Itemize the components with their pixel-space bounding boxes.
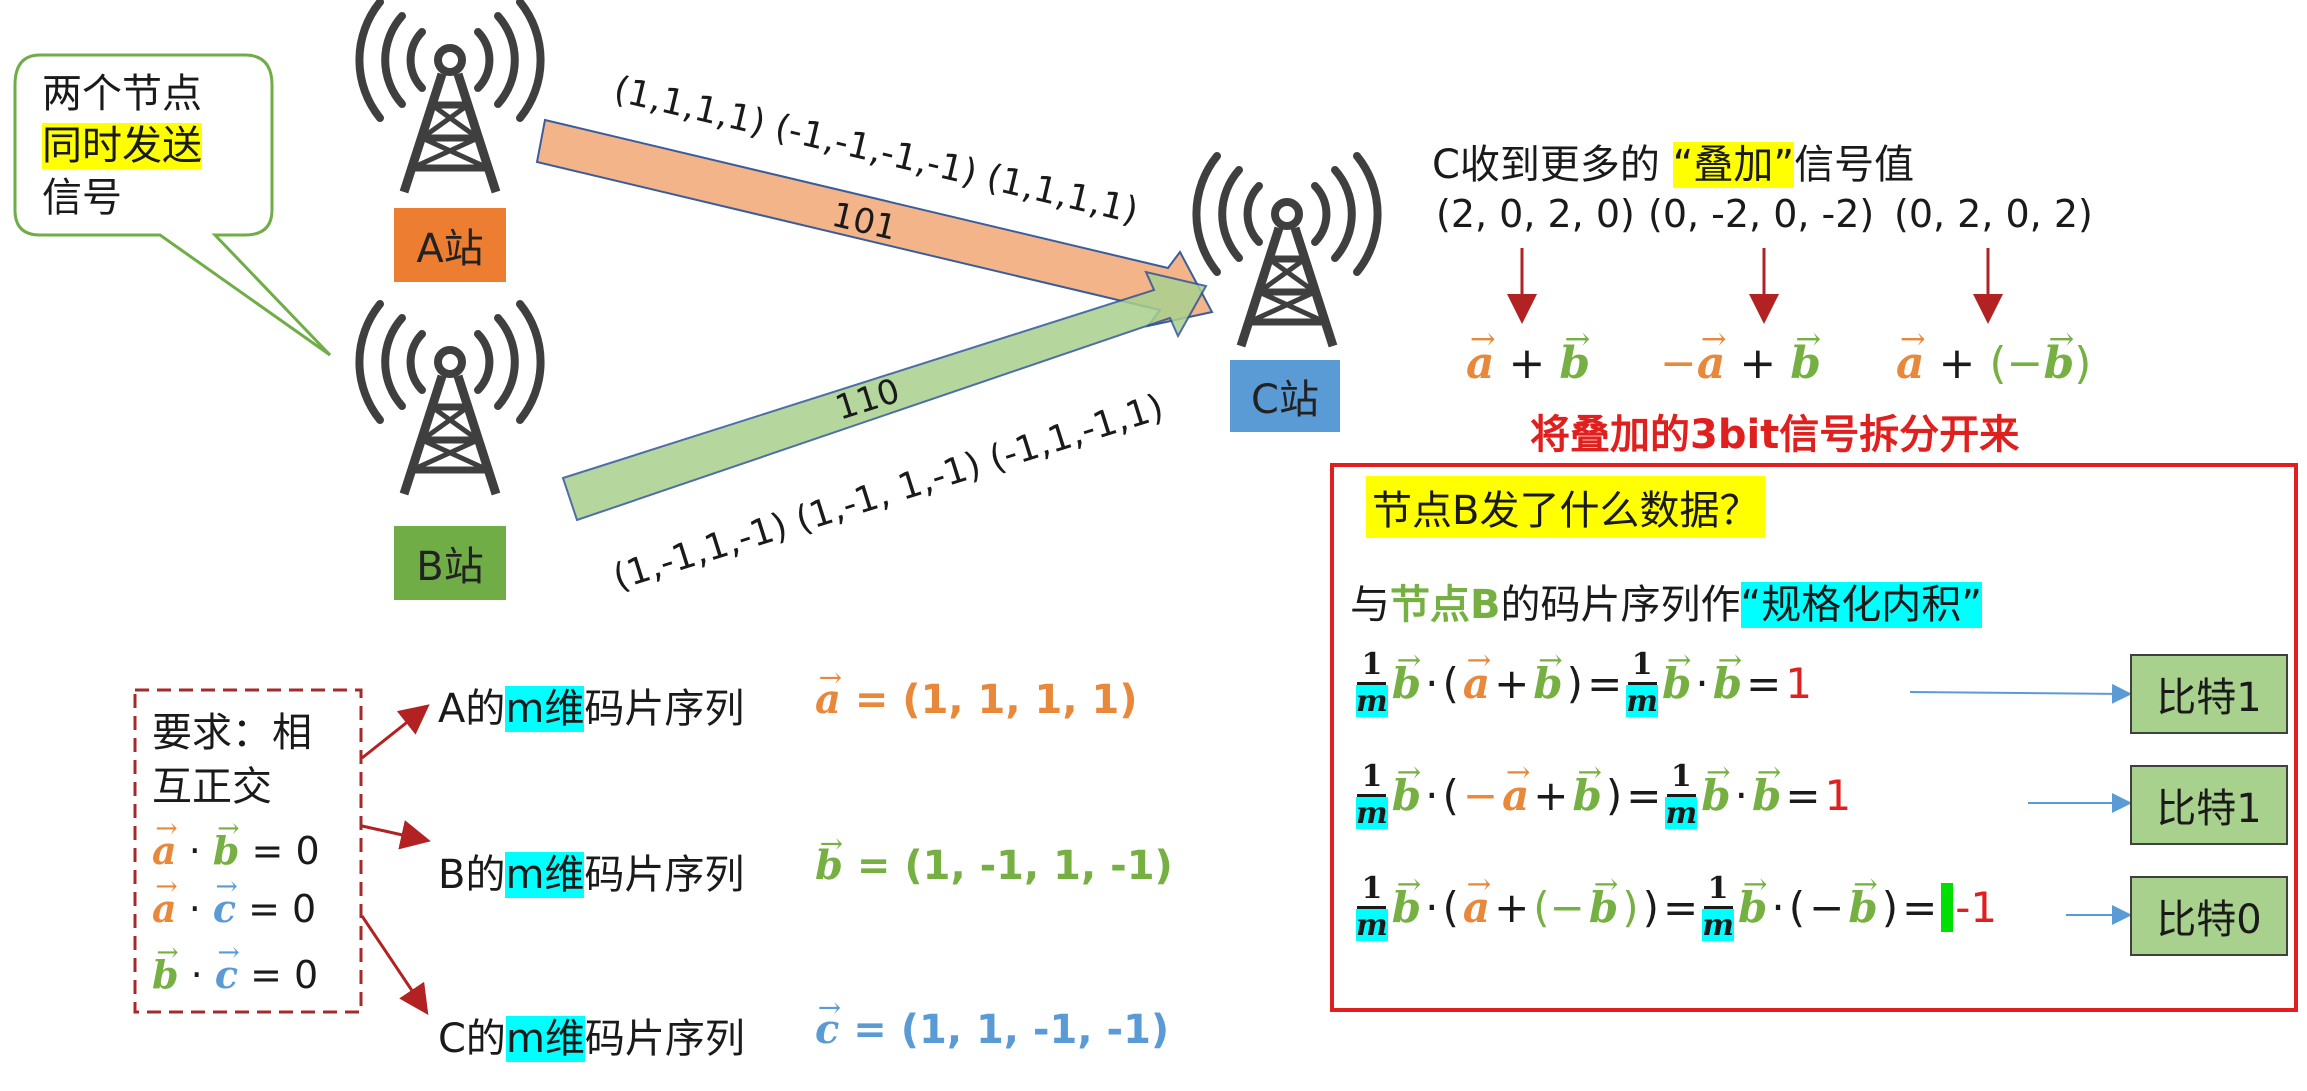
chip-seq-c-value: c = (1, 1, -1, -1) xyxy=(815,1006,1169,1053)
received-header: C收到更多的 “叠加”信号值 xyxy=(1432,142,1915,188)
right-arrow-icon xyxy=(361,820,431,850)
right-arrow-icon xyxy=(361,704,430,760)
station-c-label: C站 xyxy=(1230,360,1340,432)
received-value-2: (0, -2, 0, -2) xyxy=(1648,192,1875,236)
antenna-tower-icon xyxy=(1196,156,1377,346)
received-value-3: (0, 2, 0, 2) xyxy=(1894,192,2093,236)
antenna-tower-icon xyxy=(359,304,540,494)
chip-seq-b: B的m维码片序列 xyxy=(438,852,745,898)
question-frame xyxy=(1330,463,2298,1012)
bubble-line-3: 信号 xyxy=(42,175,122,221)
chip-seq-c: C的m维码片序列 xyxy=(438,1016,745,1062)
bit-box-3: 比特0 xyxy=(2130,876,2288,956)
decomp-3: a + (−b) xyxy=(1896,338,2091,389)
orth-bc: b · c = 0 xyxy=(152,952,318,997)
bubble-line-1: 两个节点 xyxy=(42,71,202,117)
bottom-sequence-text: (1,-1,1,-1) (1,-1, 1,-1) (-1,1,-1,1) xyxy=(608,387,1168,599)
equation-3: 1m b · (a+(−b)) = 1m b · (−b) =-1 xyxy=(1356,874,2001,941)
chip-seq-a: A的m维码片序列 xyxy=(438,686,745,732)
antenna-tower-icon xyxy=(359,2,540,192)
decomp-1: a + b xyxy=(1466,338,1590,389)
bit-box-1: 比特1 xyxy=(2130,654,2288,734)
bottom-bits-text: 110 xyxy=(831,371,905,429)
requirement-text: 要求：相 互正交 xyxy=(152,710,312,810)
orth-ac: a · c = 0 xyxy=(152,886,316,931)
chip-seq-b-value: b = (1, -1, 1, -1) xyxy=(815,842,1173,889)
equation-1: 1m b · (a+b) = 1m b · b =1 xyxy=(1356,650,1816,717)
orth-ab: a · b = 0 xyxy=(152,828,320,873)
chip-seq-a-value: a = (1, 1, 1, 1) xyxy=(815,676,1138,723)
bubble-text: 两个节点 同时发送 信号 xyxy=(42,68,202,224)
split-note: 将叠加的3bit信号拆分开来 xyxy=(1530,412,2020,458)
received-value-1: (2, 0, 2, 0) xyxy=(1436,192,1635,236)
method-text: 与节点B的码片序列作“规格化内积” xyxy=(1350,582,1982,628)
decomp-2: −a + b xyxy=(1660,338,1821,389)
bottom-signal-arrow xyxy=(561,270,1208,522)
equation-2: 1m b · (−a+b) = 1m b · b =1 xyxy=(1356,762,1855,829)
station-b-label: B站 xyxy=(394,526,506,600)
bit-box-2: 比特1 xyxy=(2130,765,2288,845)
requirement-frame xyxy=(133,688,363,1014)
station-a-label: A站 xyxy=(394,208,506,282)
bubble-line-2: 同时发送 xyxy=(42,123,202,169)
right-arrow-icon xyxy=(360,915,429,1015)
right-arrow-icon xyxy=(1909,683,2132,704)
question-text: 节点B发了什么数据？ xyxy=(1366,476,1766,538)
